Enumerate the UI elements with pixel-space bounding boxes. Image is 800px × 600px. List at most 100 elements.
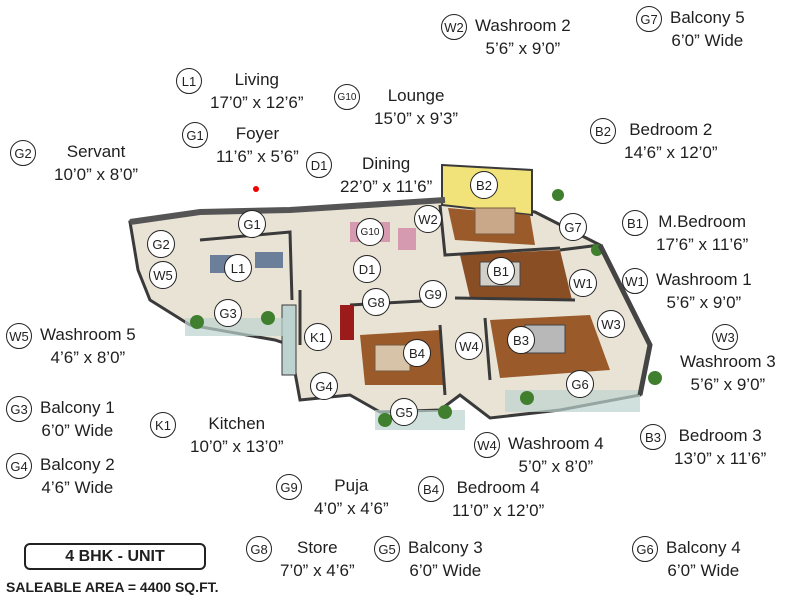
plan-marker-g3: G3: [214, 299, 242, 327]
kitchen-glass: [281, 304, 297, 376]
plan-marker-w4: W4: [455, 332, 483, 360]
legend-dim: 4’6” Wide: [41, 478, 114, 497]
legend-dim: 22’0” x 11’6”: [340, 177, 433, 196]
plan-marker-g9: G9: [419, 280, 447, 308]
legend-dim: 5’6” x 9’0”: [485, 39, 561, 58]
legend-code: W2: [441, 14, 467, 40]
plan-marker-g6: G6: [566, 370, 594, 398]
legend-code: W4: [474, 432, 500, 458]
legend-room: Balcony 5: [670, 8, 745, 27]
legend-room: Balcony 4: [666, 538, 741, 557]
legend-code: B4: [418, 476, 444, 502]
plan-marker-l1: L1: [224, 254, 252, 282]
plan-marker-g10: G10: [356, 218, 384, 246]
legend-foyer: G1 Foyer 11’6” x 5’6”: [182, 122, 299, 168]
plan-marker-g8: G8: [362, 288, 390, 316]
plan-marker-g2: G2: [147, 230, 175, 258]
plan-marker-w1: W1: [569, 269, 597, 297]
legend-room: Balcony 3: [408, 538, 483, 557]
legend-code: W5: [6, 323, 32, 349]
plan-marker-b2: B2: [470, 171, 498, 199]
living-sofa-2: [255, 252, 283, 268]
legend-code: W3: [712, 324, 738, 350]
legend-code: G5: [374, 536, 400, 562]
legend-room: Store: [297, 538, 338, 557]
legend-washroom-2: W2 Washroom 2 5’6” x 9’0”: [441, 14, 571, 60]
legend-dim: 11’6” x 5’6”: [216, 147, 299, 166]
legend-code: W1: [622, 268, 648, 294]
legend-dim: 6’0” Wide: [667, 561, 740, 580]
legend-code: G6: [632, 536, 658, 562]
legend-room: Servant: [66, 142, 126, 161]
entry-marker: [253, 186, 259, 192]
legend-dim: 7’0” x 4’6”: [280, 561, 355, 580]
plan-marker-b1: B1: [487, 257, 515, 285]
legend-dim: 10’0” x 13’0”: [190, 437, 284, 456]
legend-code: B2: [590, 118, 616, 144]
legend-kitchen: K1 Kitchen 10’0” x 13’0”: [150, 412, 284, 458]
legend-room: Washroom 4: [508, 434, 604, 453]
legend-code: K1: [150, 412, 176, 438]
outer-wall-right: [597, 243, 653, 396]
legend-code: D1: [306, 152, 332, 178]
legend-code: G7: [636, 6, 662, 32]
legend-balcony-5: G7 Balcony 5 6’0” Wide: [636, 6, 745, 52]
legend-room: Living: [234, 70, 279, 89]
legend-balcony-4: G6 Balcony 4 6’0” Wide: [632, 536, 741, 582]
legend-balcony-2: G4 Balcony 2 4’6” Wide: [6, 453, 115, 499]
plan-marker-k1: K1: [304, 323, 332, 351]
kitchen-fridge: [340, 305, 354, 340]
legend-room: Bedroom 2: [629, 120, 713, 139]
legend-dim: 6’0” Wide: [671, 31, 744, 50]
saleable-area: SALEABLE AREA = 4400 SQ.FT.: [6, 579, 219, 595]
legend-room: Puja: [334, 476, 369, 495]
lounge-sofa-2: [398, 228, 416, 250]
legend-code: B1: [622, 210, 648, 236]
balcony-glass-2: [505, 390, 640, 412]
plan-marker-d1: D1: [353, 255, 381, 283]
legend-dim: 5’6” x 9’0”: [690, 375, 766, 394]
legend-room: Foyer: [235, 124, 280, 143]
legend-code: G1: [182, 122, 208, 148]
legend-room: Balcony 2: [40, 455, 115, 474]
plants: [190, 189, 662, 427]
legend-washroom-1: W1 Washroom 1 5’6” x 9’0”: [622, 268, 752, 314]
legend-code: G2: [10, 140, 36, 166]
legend-room: Kitchen: [208, 414, 266, 433]
plan-marker-b4: B4: [403, 339, 431, 367]
balcony-glass-1: [185, 318, 285, 336]
legend-room: Washroom 2: [475, 16, 571, 35]
legend-dim: 17’6” x 11’6”: [656, 235, 749, 254]
legend-dim: 4’0” x 4’6”: [314, 499, 389, 518]
plan-marker-w3: W3: [597, 310, 625, 338]
legend-dim: 15’0” x 9’3”: [374, 109, 459, 128]
plan-marker-w2: W2: [414, 205, 442, 233]
legend-dim: 17’0” x 12’6”: [210, 93, 304, 112]
plan-marker-g5: G5: [390, 398, 418, 426]
legend-code: B3: [640, 424, 666, 450]
legend-room: Bedroom 3: [678, 426, 762, 445]
legend-room: Dining: [362, 154, 411, 173]
legend-code: L1: [176, 68, 202, 94]
plan-marker-b3: B3: [507, 326, 535, 354]
legend-room: Washroom 1: [656, 270, 752, 289]
legend-dim: 5’6” x 9’0”: [666, 293, 742, 312]
legend-room: Balcony 1: [40, 398, 115, 417]
unit-type-label: 4 BHK - UNIT: [24, 543, 206, 570]
legend-code: G4: [6, 453, 32, 479]
legend-servant: G2 Servant 10’0” x 8’0”: [10, 140, 138, 186]
legend-code: G3: [6, 396, 32, 422]
legend-dining: D1 Dining 22’0” x 11’6”: [306, 152, 432, 198]
legend-dim: 10’0” x 8’0”: [54, 165, 139, 184]
legend-code: G10: [334, 84, 360, 110]
